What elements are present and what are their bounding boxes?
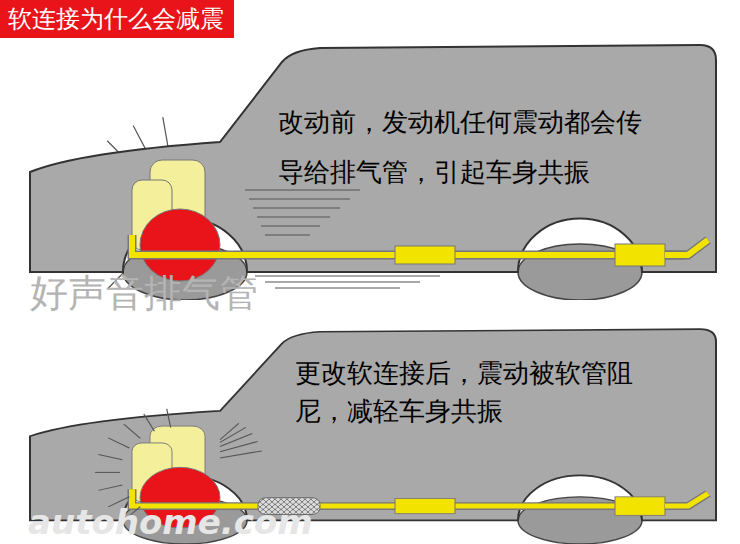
vibration-line	[257, 216, 330, 217]
caption-text: 改动前，发动机任何震动都会传导给排气管，引起车身共振	[278, 98, 642, 198]
vibration-line	[144, 414, 155, 431]
car-body: 改动前，发动机任何震动都会传导给排气管，引起车身共振	[20, 40, 730, 300]
watermark: 好声音排气管	[30, 268, 258, 319]
vibration-line	[249, 198, 350, 199]
vibration-line	[220, 427, 246, 442]
vibration-line	[167, 409, 171, 428]
vibration-line	[108, 438, 129, 448]
vibration-line	[275, 287, 400, 288]
vibration-line	[253, 207, 340, 208]
vibration-line	[124, 424, 141, 438]
watermark: autohome.com	[28, 502, 313, 542]
vibration-line	[245, 189, 360, 190]
vibration-line	[98, 485, 122, 490]
title-banner: 软连接为什么会减震	[0, 0, 234, 38]
vibration-line	[95, 472, 120, 473]
vibration-line	[265, 234, 310, 235]
vibration-line	[98, 454, 122, 459]
vibration-line	[255, 275, 440, 276]
caption-text: 更改软连接后，震动被软管阻尼，减轻车身共振	[295, 355, 633, 431]
vibration-line	[220, 451, 262, 458]
vibration-line	[261, 225, 320, 226]
vibration-line	[220, 441, 258, 451]
vibration-line	[265, 281, 420, 282]
